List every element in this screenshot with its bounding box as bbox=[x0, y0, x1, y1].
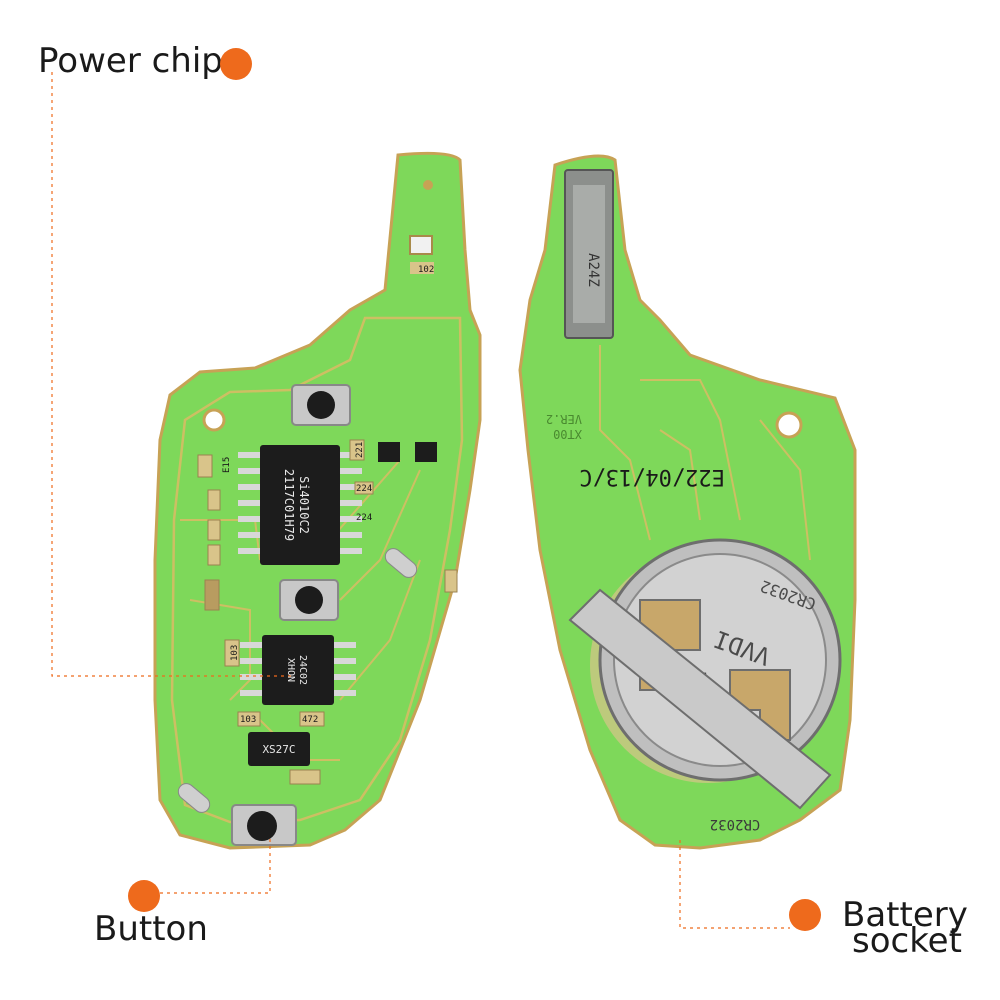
power-chip-marker bbox=[220, 48, 252, 80]
model-label: XT00 bbox=[553, 427, 582, 441]
button-leader bbox=[160, 835, 271, 894]
power-chip-label: Power chip bbox=[38, 41, 223, 81]
res-label-e15: E15 bbox=[222, 457, 232, 473]
res-label-103b: 103 bbox=[240, 715, 256, 725]
left-pcb-board bbox=[153, 151, 482, 850]
battery-edge-label: CR2032 bbox=[710, 816, 761, 832]
right-pcb-board: + bbox=[518, 154, 857, 850]
eeprom-text-1: 24C02 bbox=[297, 655, 308, 685]
main-chip bbox=[238, 445, 362, 565]
tact-switch-bottom bbox=[231, 804, 297, 846]
button-label: Button bbox=[94, 909, 208, 949]
callout-lines bbox=[51, 72, 790, 929]
res-label-221: 221 bbox=[355, 442, 365, 458]
res-label-224b: 224 bbox=[356, 513, 372, 523]
battery-socket-marker bbox=[789, 899, 821, 931]
button-marker bbox=[128, 880, 160, 912]
res-label-224a: 224 bbox=[356, 484, 372, 494]
battery-leader bbox=[679, 840, 790, 929]
res-label-103a: 103 bbox=[230, 645, 240, 661]
left-board-markings: Si4010C2 2117C01H79 24C02 XHON XS27C bbox=[262, 469, 311, 756]
main-chip-text-2: 2117C01H79 bbox=[282, 469, 296, 541]
battery-holder: + bbox=[568, 538, 842, 810]
main-chip-text-1: Si4010C2 bbox=[297, 476, 311, 534]
version-label: VER.2 bbox=[546, 412, 582, 426]
eeprom-text-2: XHON bbox=[285, 658, 296, 682]
xs27c-text: XS27C bbox=[262, 743, 295, 756]
res-label-472: 472 bbox=[302, 715, 318, 725]
left-board-resistor-labels: 102 221 E15 224 224 103 472 103 bbox=[222, 265, 434, 725]
eeprom-chip bbox=[240, 635, 356, 705]
res-label-102: 102 bbox=[418, 265, 434, 275]
date-code: E22/04/13/C bbox=[579, 464, 725, 489]
battery-socket-label-line1: Battery bbox=[842, 895, 968, 935]
tact-switch-middle bbox=[279, 579, 339, 621]
tact-switch-top bbox=[291, 384, 351, 426]
power-chip-leader bbox=[51, 72, 295, 677]
slot-label: A24Z bbox=[585, 253, 601, 287]
battery-socket-label-line2: socket bbox=[852, 921, 962, 961]
